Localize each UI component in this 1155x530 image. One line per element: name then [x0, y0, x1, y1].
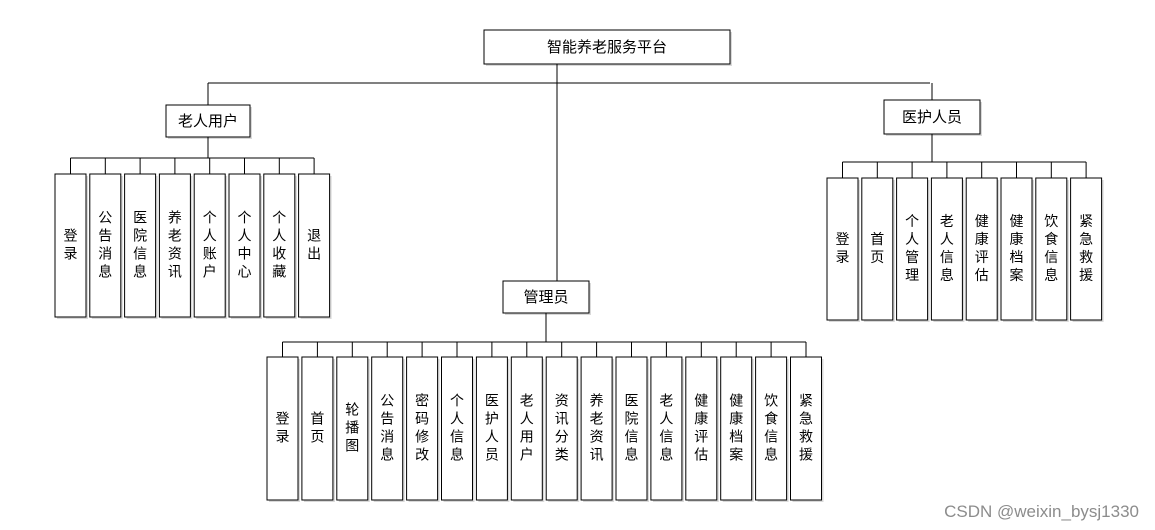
node-admin-9-label: 资讯分类	[555, 394, 569, 464]
node-admin-2: 首页	[301, 356, 335, 502]
node-admin-8: 老人用户	[510, 356, 545, 502]
node-admin-11-label: 医院信息	[625, 394, 639, 464]
node-admin-7: 医护人员	[475, 356, 510, 502]
node-medical-4: 老人信息	[930, 177, 965, 322]
node-admin-13: 健康评估	[685, 356, 719, 502]
node-elder-3: 医院信息	[124, 173, 158, 319]
node-elder-1-label: 登录	[64, 229, 78, 263]
node-admin-8-label: 老人用户	[520, 394, 534, 464]
node-admin-13-label: 健康评估	[694, 394, 708, 464]
node-elder-1: 登录	[54, 173, 88, 319]
csdn-watermark: CSDN @weixin_bysj1330	[944, 502, 1139, 521]
node-medical-2: 首页	[861, 177, 895, 322]
node-admin-10: 养老资讯	[580, 356, 615, 502]
branch-admin-node-label: 管理员	[523, 288, 568, 306]
node-medical-7-label: 饮食信息	[1044, 214, 1058, 284]
node-admin-6-label: 个人信息	[450, 394, 464, 464]
node-elder-6: 个人中心	[228, 173, 262, 319]
node-admin-15: 饮食信息	[755, 356, 789, 502]
node-admin-6: 个人信息	[441, 356, 475, 502]
node-medical-5-label: 健康评估	[975, 214, 989, 284]
node-admin-5-label: 密码修改	[415, 393, 429, 464]
node-medical-5: 健康评估	[965, 177, 1000, 322]
root-node: 智能养老服务平台	[483, 29, 732, 66]
node-admin-4: 公告消息	[371, 356, 405, 502]
node-admin-2-label: 首页	[310, 412, 324, 446]
node-admin-3-label: 轮播图	[345, 403, 359, 455]
node-admin-1-label: 登录	[276, 412, 290, 446]
node-admin-12-label: 老人信息	[659, 394, 673, 464]
branch-medical-node: 医护人员	[883, 99, 982, 136]
node-admin-10-label: 养老资讯	[590, 394, 604, 464]
node-admin-7-label: 医护人员	[485, 394, 499, 464]
node-elder-7-label: 个人收藏	[272, 211, 286, 281]
node-admin-16: 紧急救援	[790, 356, 824, 502]
node-admin-12: 老人信息	[650, 356, 684, 502]
branch-medical-node-label: 医护人员	[902, 108, 962, 126]
node-medical-2-label: 首页	[870, 232, 884, 266]
branch-elder-node: 老人用户	[165, 104, 252, 139]
node-admin-16-label: 紧急救援	[799, 394, 813, 464]
root-node-label: 智能养老服务平台	[547, 38, 667, 56]
node-medical-6: 健康档案	[1000, 177, 1034, 322]
node-elder-2: 公告消息	[89, 173, 123, 319]
node-admin-5: 密码修改	[406, 356, 440, 502]
node-elder-4: 养老资讯	[158, 173, 193, 319]
node-medical-7: 饮食信息	[1035, 177, 1069, 322]
node-medical-1: 登录	[826, 177, 860, 322]
node-medical-8: 紧急救援	[1070, 177, 1104, 322]
node-medical-1-label: 登录	[836, 232, 850, 266]
node-medical-4-label: 老人信息	[940, 214, 954, 284]
node-medical-8-label: 紧急救援	[1079, 214, 1093, 284]
node-admin-14-label: 健康档案	[729, 394, 743, 464]
node-elder-2-label: 公告消息	[98, 211, 112, 281]
node-admin-9: 资讯分类	[545, 356, 580, 502]
node-admin-11: 医院信息	[615, 356, 649, 502]
node-admin-3: 轮播图	[336, 356, 370, 502]
node-elder-8: 退出	[298, 173, 332, 319]
node-elder-3-label: 医院信息	[133, 211, 147, 281]
node-admin-14: 健康档案	[720, 356, 754, 502]
node-admin-15-label: 饮食信息	[764, 394, 778, 464]
node-elder-5-label: 个人账户	[203, 211, 217, 281]
node-medical-3-label: 个人管理	[905, 214, 919, 284]
node-elder-4-label: 养老资讯	[168, 211, 182, 281]
node-medical-3: 个人管理	[896, 177, 930, 322]
node-elder-7: 个人收藏	[263, 173, 297, 319]
node-medical-6-label: 健康档案	[1010, 214, 1024, 284]
branch-admin-node: 管理员	[502, 280, 591, 315]
node-admin-1: 登录	[266, 356, 300, 502]
node-admin-4-label: 公告消息	[380, 394, 394, 464]
node-elder-6-label: 个人中心	[238, 211, 252, 281]
node-elder-8-label: 退出	[307, 229, 321, 263]
branch-elder-node-label: 老人用户	[178, 112, 238, 130]
node-elder-5: 个人账户	[193, 173, 228, 319]
